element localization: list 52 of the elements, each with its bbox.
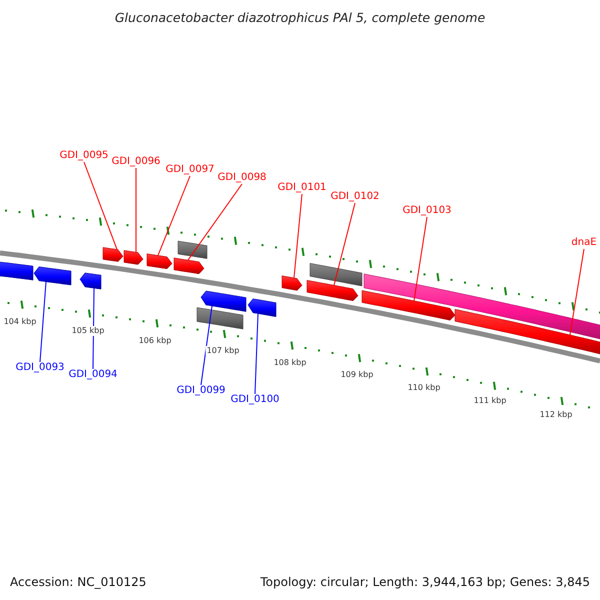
gene-block xyxy=(34,266,72,286)
gene-block xyxy=(282,276,302,291)
leader-line xyxy=(200,305,212,386)
footer-text: Topology: circular; Length: 3,944,163 bp; Genes: 3,845 xyxy=(260,576,590,588)
gene-block xyxy=(146,254,172,270)
gene-bar xyxy=(178,240,208,259)
leader-line xyxy=(414,216,428,302)
title: Gluconacetobacter diazotrophicus PAl 5, complete genome xyxy=(114,12,486,24)
gene-label: GDI_0099 xyxy=(176,386,226,396)
gene-block xyxy=(124,250,144,265)
gene-label: GDI_0103 xyxy=(402,206,452,216)
leader-line xyxy=(40,281,46,362)
gene-block xyxy=(174,258,204,274)
scale-label: 105 kbp xyxy=(70,326,106,336)
gene-block xyxy=(200,290,246,312)
gene-label: GDI_0100 xyxy=(230,395,280,405)
leader-line xyxy=(570,248,584,336)
gene-block xyxy=(306,280,358,302)
gene-block xyxy=(248,298,276,317)
gene-block xyxy=(102,247,124,262)
scale-label: 112 kbp xyxy=(538,410,574,420)
gene-block xyxy=(0,262,34,280)
leader-line xyxy=(294,194,302,278)
leader-line xyxy=(334,202,356,286)
gene-bar xyxy=(310,263,362,286)
scale-label: 104 kbp xyxy=(2,317,38,327)
leader-line xyxy=(188,184,242,261)
leader-line xyxy=(84,162,118,250)
gene-bar xyxy=(196,307,244,330)
scale-label: 107 kbp xyxy=(206,346,240,356)
footer-text: Accession: NC_010125 xyxy=(10,576,146,588)
scale-label: 106 kbp xyxy=(138,336,172,346)
gene-bar xyxy=(364,274,600,341)
leader-line xyxy=(254,313,258,394)
gene-label: GDI_0096 xyxy=(112,157,160,167)
scale-label: 108 kbp xyxy=(272,358,308,368)
gene-label: GDI_0094 xyxy=(68,370,118,380)
scale-label: 110 kbp xyxy=(406,383,442,393)
scale-label: 109 kbp xyxy=(340,370,374,380)
leader-line xyxy=(92,288,94,370)
gene-label: GDI_0101 xyxy=(278,183,326,193)
gene-label: GDI_0095 xyxy=(60,151,108,161)
gene-label: dnaE xyxy=(571,238,597,248)
gene-label: GDI_0102 xyxy=(330,192,380,202)
gene-label: GDI_0098 xyxy=(218,173,266,183)
gene-block xyxy=(454,309,600,356)
gene-block xyxy=(362,290,456,321)
gene-label: GDI_0093 xyxy=(16,363,64,373)
leader-line xyxy=(158,176,190,256)
scale-label: 111 kbp xyxy=(472,396,508,406)
gene-label: GDI_0097 xyxy=(166,165,214,175)
gene-block xyxy=(80,272,102,290)
